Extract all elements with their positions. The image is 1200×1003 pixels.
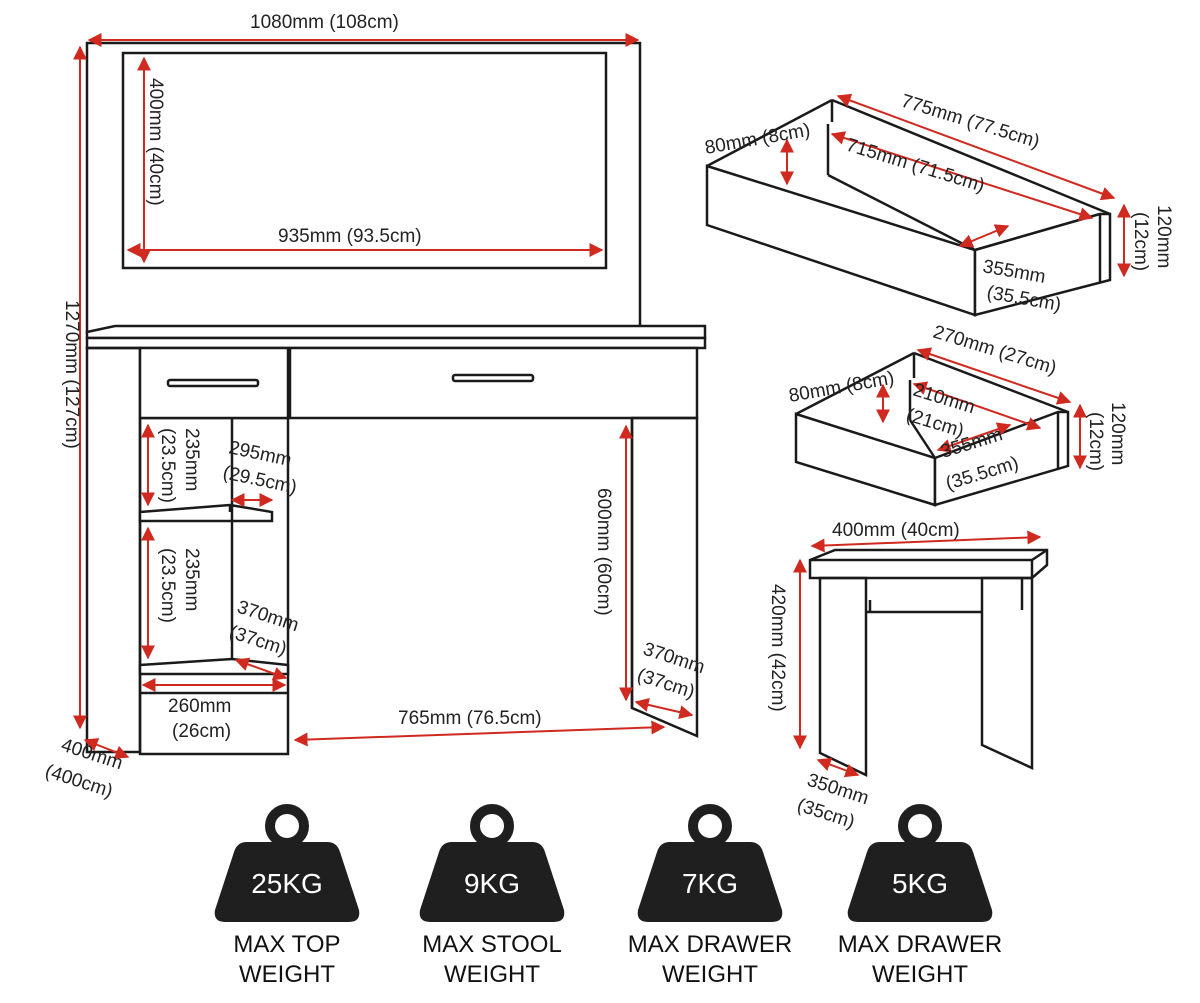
large-drawer-front-height-mm-label: 120mm	[1153, 205, 1174, 268]
stool	[808, 548, 1049, 777]
stool-left-leg	[818, 576, 868, 777]
overall-height-label: 1270mm (127cm)	[61, 300, 82, 449]
shelf-upper	[138, 503, 274, 523]
mirror-panel	[85, 41, 642, 335]
small-drawer-front-height-cm-label: (12cm)	[1085, 412, 1106, 471]
shelf-gap-1-cm-label: (23.5cm)	[157, 428, 178, 503]
weight-body-icon	[419, 842, 565, 922]
stool-seat	[808, 548, 1049, 580]
weight-icon-1: 25KG MAX TOP WEIGHT	[214, 804, 360, 988]
large-drawer-inner-height-label: 80mm (8cm)	[703, 120, 812, 159]
table-top	[85, 324, 707, 340]
leg-height-label: 600mm (60cm)	[593, 488, 614, 616]
dressing-table	[85, 41, 707, 756]
weight-capacity-row: 25KG MAX TOP WEIGHT 9KG MAX STOOL WEIGHT 7KG MA…	[214, 804, 1002, 988]
weight-handle-icon	[898, 804, 942, 848]
table-dimension-lines	[73, 33, 694, 759]
compartment-width-cm-label: (26cm)	[172, 721, 231, 742]
weight-handle-icon	[265, 804, 309, 848]
stool-right-leg	[980, 576, 1034, 770]
shelf-gap-2-mm-label: 235mm	[181, 548, 202, 611]
mirror-glass	[121, 51, 608, 270]
small-drawer-front-height-mm-label: 120mm	[1107, 402, 1128, 465]
large-drawer-handle	[451, 373, 535, 383]
weight-value: 9KG	[464, 868, 520, 899]
stool-height-label: 420mm (42cm)	[767, 584, 788, 712]
large-drawer-dimension-lines	[780, 93, 1131, 278]
small-drawer-inner-height-label: 80mm (8cm)	[787, 368, 896, 407]
weight-icon-2: 9KG MAX STOOL WEIGHT	[419, 804, 565, 988]
weight-label-line1: MAX DRAWER	[628, 931, 792, 958]
compartment-width-mm-label: 260mm	[168, 696, 231, 717]
shelf-gap-2-cm-label: (23.5cm)	[157, 548, 178, 623]
large-drawer-front	[288, 346, 699, 420]
weight-label-line2: WEIGHT	[662, 961, 758, 988]
weight-label-line1: MAX STOOL	[422, 931, 562, 958]
mirror-height-label: 400mm (40cm)	[145, 78, 166, 206]
large-drawer-outer-width-label: 775mm (77.5cm)	[899, 91, 1042, 153]
weight-handle-icon	[688, 804, 732, 848]
stool-labels: 400mm (40cm) 420mm (42cm) 350mm (35cm)	[767, 520, 960, 833]
small-drawer-outer-width-label: 270mm (27cm)	[931, 322, 1059, 379]
stool-dimension-lines	[793, 530, 1042, 778]
weight-label-line1: MAX DRAWER	[838, 931, 1002, 958]
weight-value: 7KG	[682, 868, 738, 899]
weight-value: 25KG	[251, 868, 323, 899]
weight-handle-icon	[470, 804, 514, 848]
shelf-gap-1-mm-label: 235mm	[181, 428, 202, 491]
weight-body-icon	[847, 842, 993, 922]
small-drawer-front	[138, 346, 290, 420]
weight-body-icon	[214, 842, 360, 922]
weight-icon-4: 5KG MAX DRAWER WEIGHT	[838, 804, 1002, 988]
knee-width-label: 765mm (76.5cm)	[398, 708, 542, 729]
weight-body-icon	[637, 842, 783, 922]
weight-label-line1: MAX TOP	[233, 931, 340, 958]
overall-width-label: 1080mm (108cm)	[250, 12, 399, 33]
small-drawer-handle	[166, 378, 260, 388]
weight-label-line2: WEIGHT	[239, 961, 335, 988]
mirror-width-label: 935mm (93.5cm)	[278, 226, 422, 247]
weight-icon-3: 7KG MAX DRAWER WEIGHT	[628, 804, 792, 988]
table-top-edge	[85, 336, 707, 350]
large-drawer-front-height-cm-label: (12cm)	[1130, 212, 1151, 271]
small-drawer-dimension-lines	[876, 347, 1087, 470]
left-side-panel	[85, 346, 142, 754]
weight-value: 5KG	[892, 868, 948, 899]
weight-label-line2: WEIGHT	[872, 961, 968, 988]
stool-width-label: 400mm (40cm)	[832, 520, 960, 541]
weight-label-line2: WEIGHT	[444, 961, 540, 988]
large-drawer-side	[705, 164, 977, 317]
